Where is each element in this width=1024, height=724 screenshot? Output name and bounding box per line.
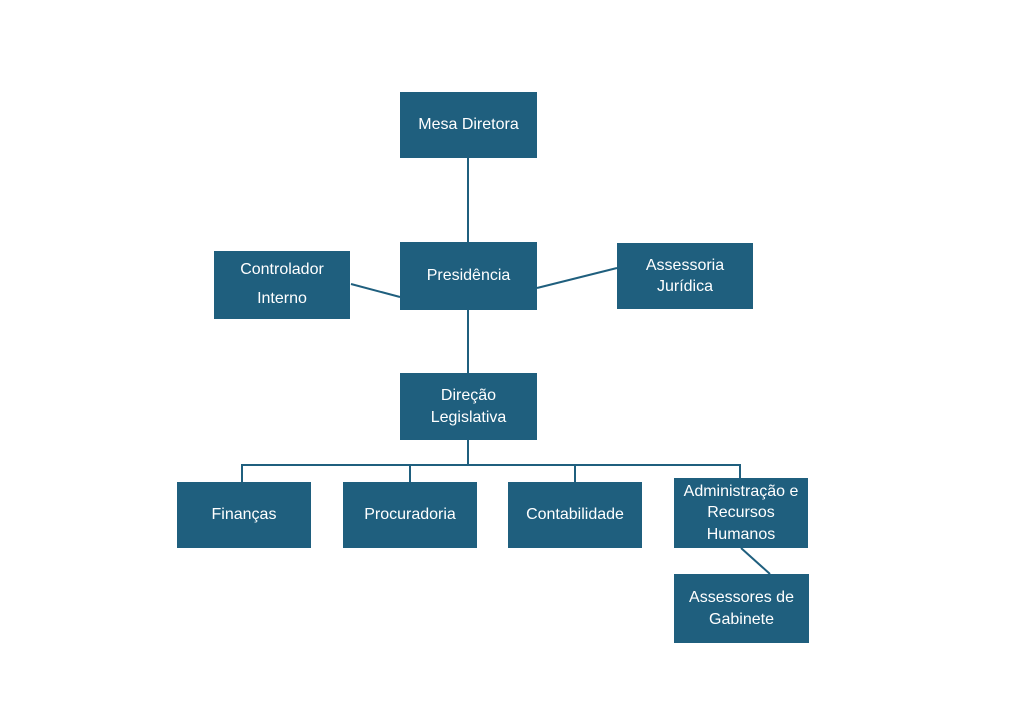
org-node-label: Controlador Interno	[240, 261, 324, 307]
org-node-financas: Finanças	[177, 482, 311, 548]
org-node-contabilidade: Contabilidade	[508, 482, 642, 548]
org-node-label: Contabilidade	[526, 506, 624, 524]
org-node-label: Direção Legislativa	[430, 387, 507, 426]
connector-administracao-assessores	[740, 547, 771, 575]
org-node-label: Finanças	[211, 506, 277, 524]
org-node-assessores-gabinete: Assessores de Gabinete	[674, 574, 809, 643]
connector-presidencia-controlador	[350, 283, 401, 298]
org-node-procuradoria: Procuradoria	[343, 482, 477, 548]
org-node-controlador-interno: Controlador Interno	[214, 251, 350, 319]
org-node-assessoria-juridica: Assessoria Jurídica	[617, 243, 753, 309]
org-node-label: Assessoria Jurídica	[645, 256, 725, 295]
org-node-label: Procuradoria	[364, 506, 456, 524]
org-node-administracao-rh: Administração e Recursos Humanos	[674, 478, 808, 548]
org-node-presidencia: Presidência	[400, 242, 537, 310]
org-node-label: Mesa Diretora	[418, 116, 519, 134]
org-node-label: Assessores de Gabinete	[689, 589, 794, 628]
org-node-mesa-diretora: Mesa Diretora	[400, 92, 537, 158]
org-node-label: Administração e Recursos Humanos	[683, 483, 799, 543]
org-node-direcao-legislativa: Direção Legislativa	[400, 373, 537, 440]
connector-presidencia-assessoria	[536, 267, 618, 289]
org-node-label: Presidência	[426, 267, 511, 285]
